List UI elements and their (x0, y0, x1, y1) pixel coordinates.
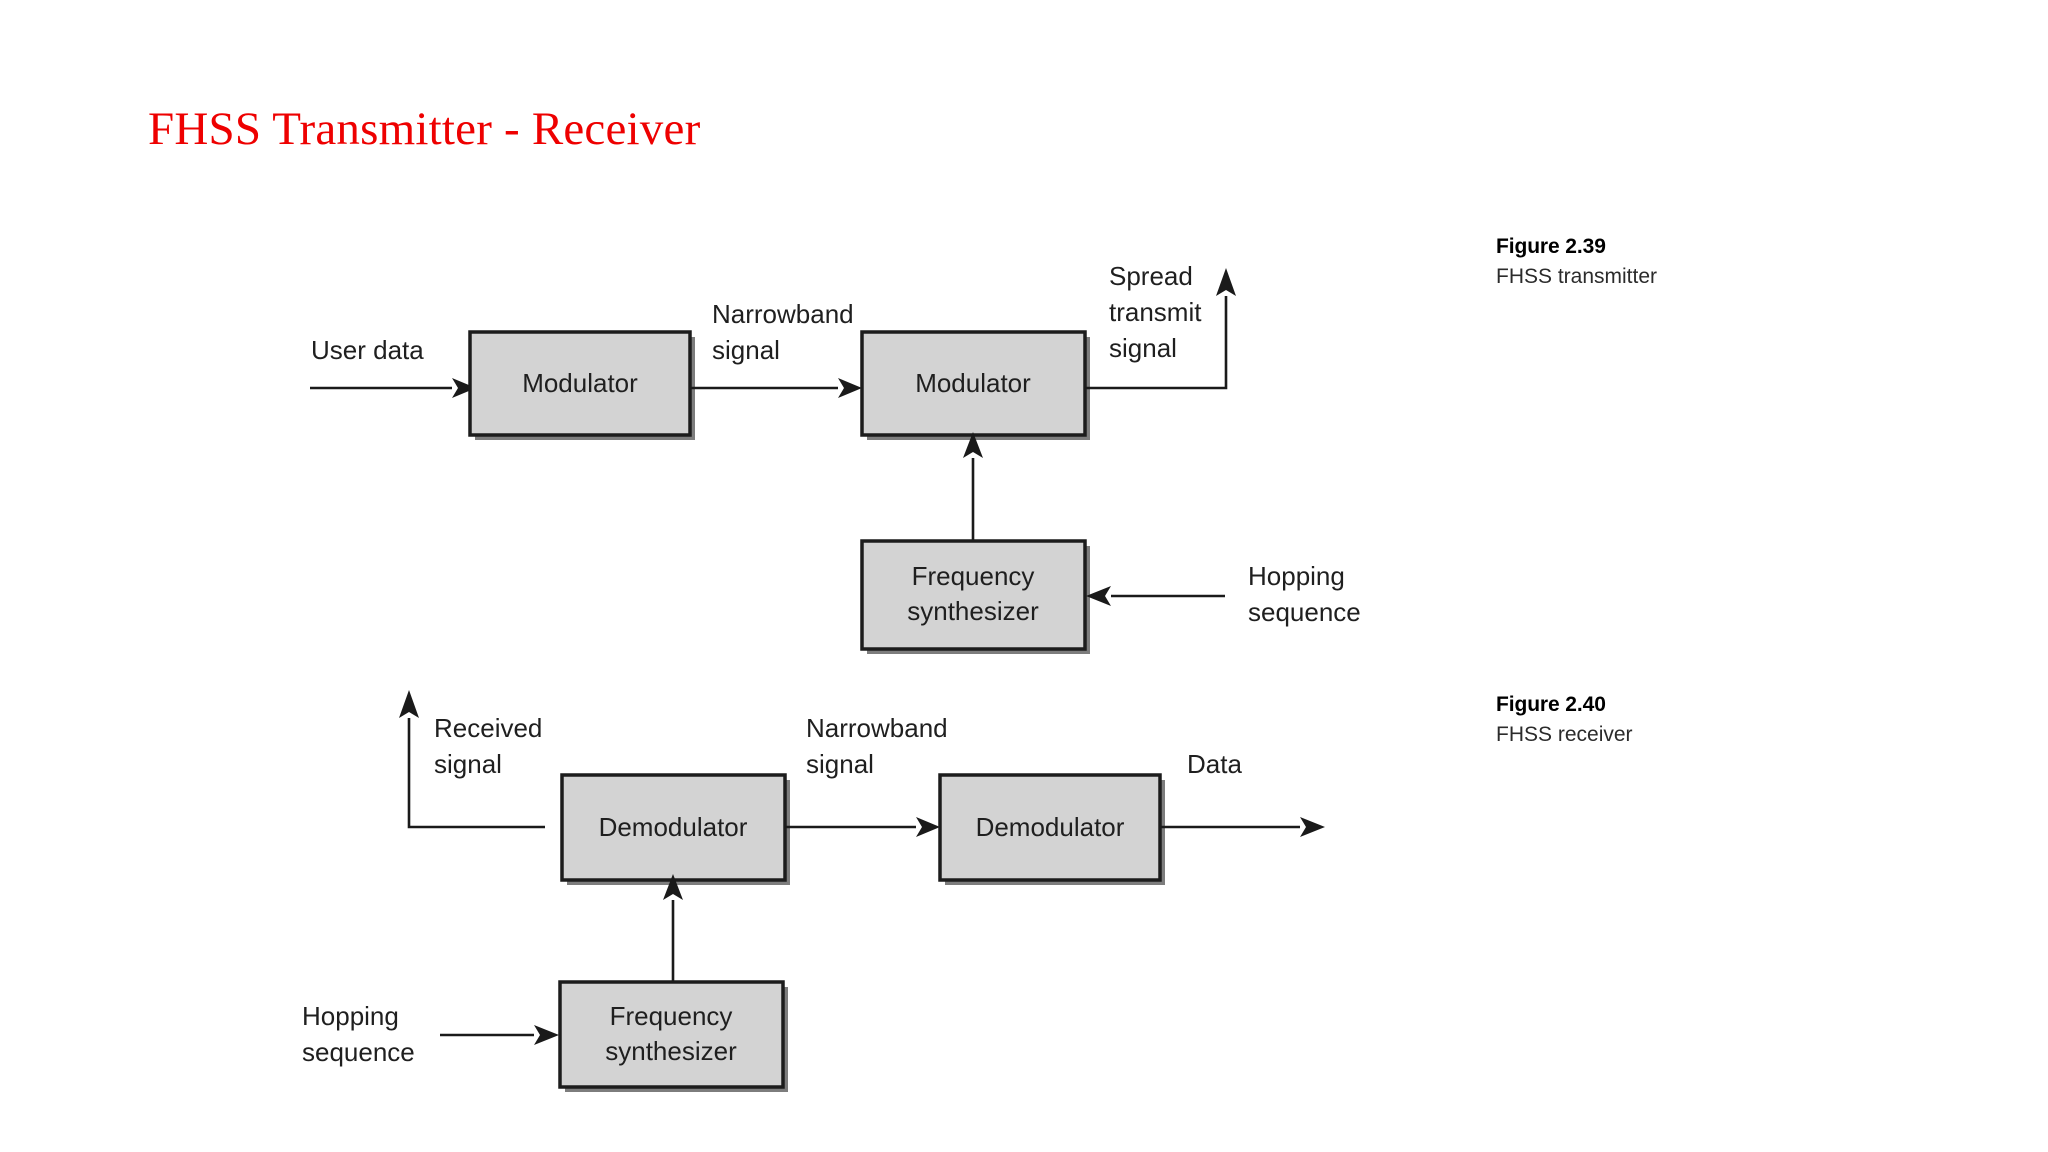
figure-caption-2-40: Figure 2.40 FHSS receiver (1496, 690, 1633, 750)
label-spread-transmit-line3: signal (1109, 333, 1177, 363)
rx-demodulator-2-shadow (945, 780, 1165, 885)
arrowhead-user-data (452, 378, 476, 398)
tx-modulator-2-label: Modulator (915, 368, 1031, 398)
label-received-signal-line2: signal (434, 749, 502, 779)
arrowhead-synth-to-demodulator (663, 874, 683, 900)
fhss-receiver-diagram: Demodulator Demodulator Frequency synthe… (302, 690, 1325, 1092)
figure-description-2-39: FHSS transmitter (1496, 264, 1658, 288)
label-narrowband-tx-line1: Narrowband (712, 299, 854, 329)
rx-freq-synth-label-line1: Frequency (610, 1001, 733, 1031)
label-hopping-sequence-tx-line2: sequence (1248, 597, 1361, 627)
wire-received-signal (407, 718, 545, 829)
label-hopping-sequence-tx-line1: Hopping (1248, 561, 1345, 591)
arrowhead-narrowband-tx (838, 378, 862, 398)
label-spread-transmit-line2: transmit (1109, 297, 1202, 327)
arrowhead-hopping-sequence-rx (534, 1025, 559, 1045)
figure-description-2-40: FHSS receiver (1496, 722, 1633, 746)
arrowhead-data-out (1300, 817, 1325, 837)
tx-modulator-2-shadow (867, 337, 1090, 440)
fhss-transmitter-diagram: Modulator Modulator Frequency synthesize… (310, 261, 1361, 654)
label-hopping-sequence-rx-line1: Hopping (302, 1001, 399, 1031)
figure-caption-2-39: Figure 2.39 FHSS transmitter (1496, 232, 1657, 292)
label-narrowband-rx-line1: Narrowband (806, 713, 948, 743)
rx-demodulator-1-box (560, 773, 787, 882)
label-spread-transmit-line1: Spread (1109, 261, 1193, 291)
figure-number-2-39: Figure 2.39 (1496, 235, 1606, 258)
tx-freq-synth-shadow (867, 546, 1090, 654)
rx-freq-synth-box (558, 980, 785, 1089)
label-received-signal-line1: Received (434, 713, 542, 743)
tx-modulator-1-box (468, 330, 692, 437)
tx-modulator-1-shadow (475, 337, 695, 440)
page-title: FHSS Transmitter - Receiver (148, 103, 701, 155)
rx-demodulator-2-box (938, 773, 1162, 882)
arrowhead-narrowband-rx (916, 817, 940, 837)
rx-freq-synth-label-line2: synthesizer (605, 1036, 737, 1066)
tx-freq-synth-label-line1: Frequency (912, 561, 1035, 591)
tx-modulator-2-box (860, 330, 1087, 437)
label-hopping-sequence-rx-line2: sequence (302, 1037, 415, 1067)
label-data-out: Data (1187, 749, 1242, 779)
arrowhead-hopping-sequence-tx (1086, 586, 1111, 606)
label-narrowband-rx-line2: signal (806, 749, 874, 779)
rx-freq-synth-shadow (565, 987, 788, 1092)
tx-freq-synth-box (860, 539, 1087, 651)
figure-number-2-40: Figure 2.40 (1496, 693, 1606, 716)
arrowhead-received-signal (399, 690, 419, 718)
arrowhead-spread-transmit (1216, 268, 1236, 296)
arrowhead-synth-to-modulator (963, 432, 983, 458)
rx-demodulator-1-shadow (567, 780, 790, 885)
rx-demodulator-2-label: Demodulator (976, 812, 1125, 842)
label-narrowband-tx-line2: signal (712, 335, 780, 365)
tx-freq-synth-label-line2: synthesizer (907, 596, 1039, 626)
tx-modulator-1-label: Modulator (522, 368, 638, 398)
rx-demodulator-1-label: Demodulator (599, 812, 748, 842)
wire-spread-transmit (1085, 296, 1228, 390)
label-user-data: User data (311, 335, 424, 365)
